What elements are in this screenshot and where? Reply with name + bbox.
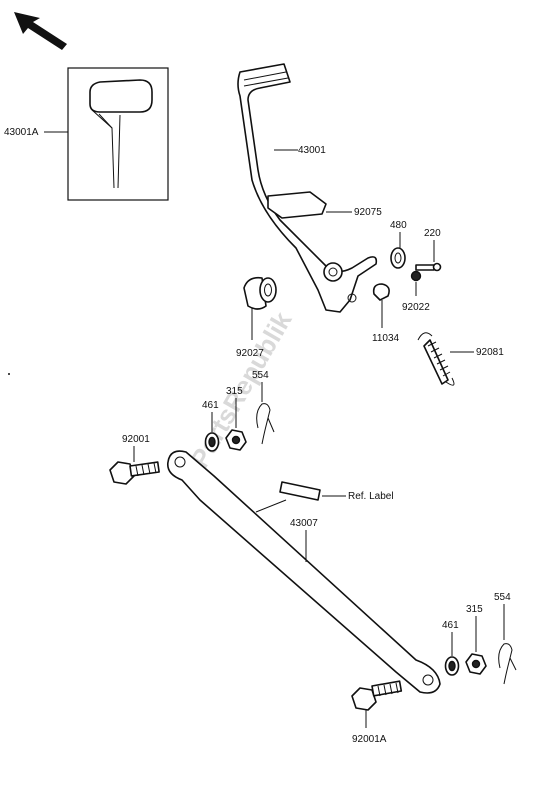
label-ref-label: Ref. Label [348,491,394,502]
label-92001: 92001 [122,434,150,445]
margin-dot [8,373,10,375]
brake-pedal: 43001 [237,63,378,313]
label-92027: 92027 [236,348,264,359]
bolt-lower: 92001A [351,680,403,745]
label-92075: 92075 [354,207,382,218]
plate-11034: 11034 [372,283,400,344]
bushing-92027: 92027 [236,276,277,359]
pedal-pad: 92075 [267,191,382,219]
label-315-upper: 315 [226,386,243,397]
label-43001: 43001 [298,145,326,156]
brake-rod: 43007 [166,450,441,694]
inset-box: 43001A [4,67,169,201]
return-spring: 92081 [417,332,504,386]
nut-lower: 315 [465,604,487,675]
label-220: 220 [424,228,441,239]
cotter-pin-lower: 554 [494,592,517,685]
ref-label: Ref. Label [279,481,394,502]
label-480: 480 [390,220,407,231]
bolt-220: 220 [415,228,442,272]
nut-upper: 315 [225,386,247,451]
label-43001a: 43001A [4,127,39,138]
label-43007: 43007 [290,518,318,529]
label-554-upper: 554 [252,370,269,381]
washer-480: 480 [390,220,407,269]
arrow-up-left-icon [14,12,67,50]
label-315-lower: 315 [466,604,483,615]
label-461-upper: 461 [202,400,219,411]
label-461-lower: 461 [442,620,459,631]
label-554-lower: 554 [494,592,511,603]
label-92001a: 92001A [352,734,387,745]
bushing-92022: 92022 [402,270,430,313]
bolt-upper: 92001 [109,434,160,485]
label-11034: 11034 [372,333,400,344]
label-92022: 92022 [402,302,430,313]
label-92081: 92081 [476,347,504,358]
washer-upper: 461 [202,400,220,452]
cotter-pin-upper: 554 [252,370,275,445]
washer-lower: 461 [442,620,460,676]
